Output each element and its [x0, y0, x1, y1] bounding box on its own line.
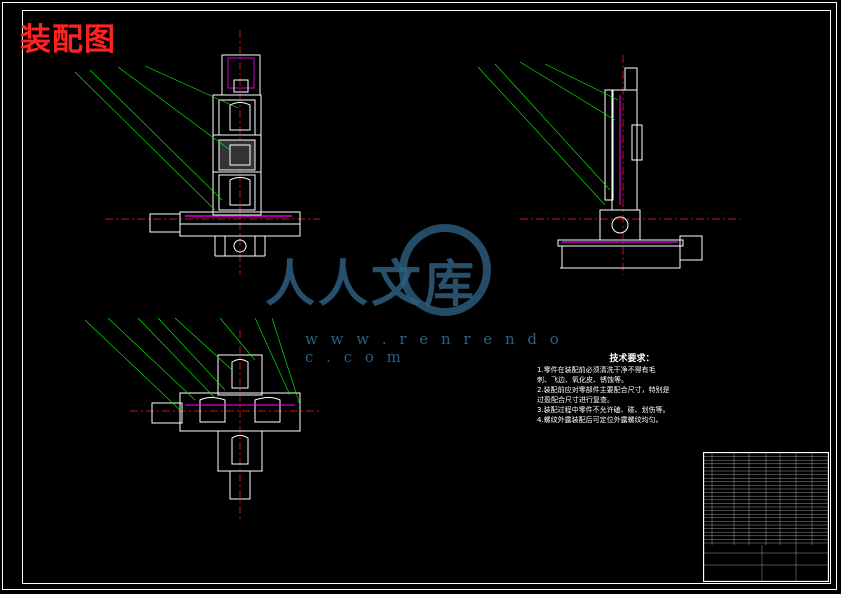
top-view — [130, 330, 320, 520]
front-view — [105, 30, 320, 275]
tech-requirement-line: 1.零件在装配前必须清洗干净不得有毛 — [537, 366, 656, 374]
technical-requirements: 技术要求： 1.零件在装配前必须清洗干净不得有毛 刺、飞边、氧化皮、锈蚀等。 2… — [537, 354, 707, 425]
drawing-title: 装配图 — [20, 22, 116, 58]
front-view-leaders — [74, 65, 239, 211]
watermark: 人人文库 w w w . r e n r e n d o c . c o m — [265, 222, 565, 366]
tech-requirements-heading: 技术要求： — [609, 354, 655, 364]
title-block-parts-list — [703, 452, 829, 582]
tech-requirement-line: 过盈配合尺寸进行复查。 — [537, 396, 614, 404]
tech-requirement-line: 2.装配前应对零部件主要配合尺寸，特别是 — [537, 386, 670, 394]
tech-requirement-line: 刺、飞边、氧化皮、锈蚀等。 — [537, 376, 628, 384]
side-view — [520, 55, 740, 275]
drawing-border-inner — [22, 10, 831, 584]
side-view-leaders — [477, 61, 619, 206]
tech-requirement-line: 4.螺纹外露装配后可定位外露螺纹均匀。 — [537, 416, 663, 424]
top-view-leaders — [84, 317, 301, 411]
watermark-text: 人人文库 — [265, 255, 477, 313]
tech-requirement-line: 3.装配过程中零件不允许磕、碰、划伤等。 — [537, 406, 670, 414]
watermark-ring — [399, 224, 491, 316]
watermark-url: w w w . r e n r e n d o c . c o m — [305, 330, 563, 366]
parts-list-grid — [703, 452, 829, 582]
